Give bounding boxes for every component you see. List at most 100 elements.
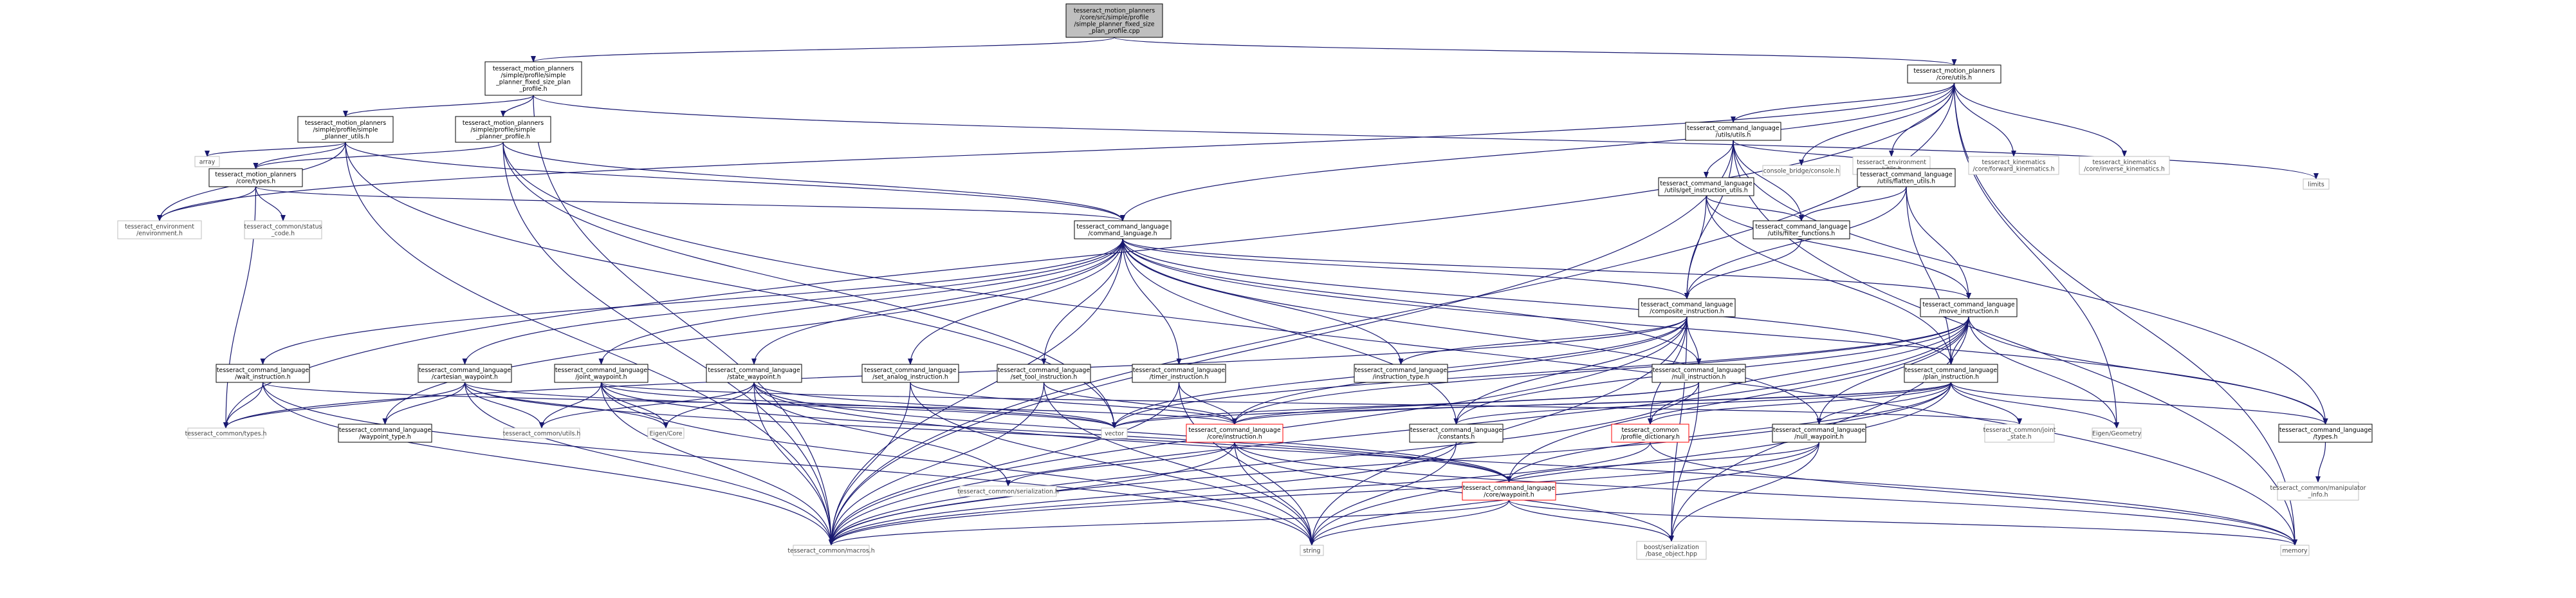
dependency-edge	[1309, 442, 1457, 546]
graph-node-flatten-utils[interactable]: tesseract_command_language/utils/flatten…	[1857, 168, 1956, 187]
dependency-edge	[829, 316, 1969, 546]
graph-node-null-waypoint[interactable]: tesseract_command_language/null_waypoint…	[1772, 424, 1866, 443]
node-label: console_bridge/console.h	[1763, 167, 1840, 174]
node-label: vector	[1105, 430, 1124, 437]
graph-node-base-object: boost/serialization/base_object.hpp	[1636, 541, 1707, 560]
graph-node-cartesian-waypoint[interactable]: tesseract_command_language/cartesian_way…	[418, 364, 512, 383]
node-label: tesseract_common/utils.h	[503, 430, 581, 437]
dependency-edge	[753, 382, 1117, 429]
dependency-edge	[262, 382, 1314, 546]
graph-node-fixed-size-plan-profile[interactable]: tesseract_motion_planners/simple/profile…	[484, 61, 582, 96]
graph-node-set-analog-instruction[interactable]: tesseract_command_language/set_analog_in…	[861, 364, 959, 383]
graph-node-core-types[interactable]: tesseract_motion_planners/core/types.h	[208, 168, 303, 187]
node-box	[1611, 424, 1689, 443]
graph-node-composite-instruction[interactable]: tesseract_command_language/composite_ins…	[1638, 298, 1736, 317]
dependency-edge	[910, 382, 1314, 546]
graph-node-waypoint-type[interactable]: tesseract_command_language/waypoint_type…	[338, 424, 432, 443]
graph-node-timer-instruction[interactable]: tesseract_command_language/timer_instruc…	[1132, 364, 1226, 383]
node-label: tesseract_command_language	[555, 367, 647, 374]
dependency-edge	[1648, 382, 1952, 425]
dependency-edge	[1122, 238, 1971, 299]
node-label: tesseract_common/joint	[1983, 427, 2056, 434]
dependency-edge	[829, 382, 911, 546]
dependency-edge	[1706, 195, 1804, 221]
dependency-edge	[1906, 186, 1971, 299]
node-label: _planner_utils.h	[321, 133, 369, 140]
graph-node-set-tool-instruction[interactable]: tesseract_command_language/set_tool_inst…	[997, 364, 1091, 383]
dependency-edge	[255, 186, 286, 221]
node-box	[208, 168, 303, 187]
dependency-edge	[751, 238, 1123, 365]
node-box	[554, 364, 649, 383]
dependency-edge	[253, 142, 504, 169]
graph-node-cmd-types[interactable]: tesseract_command_language/types.h	[2278, 424, 2373, 443]
node-label: tesseract_common/macros.h	[787, 547, 874, 554]
node-label: /plan_instruction.h	[1923, 374, 1979, 381]
node-box	[793, 545, 870, 556]
node-label: array	[199, 158, 216, 165]
node-box	[2277, 481, 2359, 501]
node-box	[861, 364, 959, 383]
node-box	[216, 364, 310, 383]
graph-node-root[interactable]: tesseract_motion_planners/core/src/simpl…	[1065, 3, 1163, 38]
dependency-edge	[382, 382, 466, 425]
graph-node-plan-instruction[interactable]: tesseract_command_language/plan_instruct…	[1904, 364, 1998, 383]
graph-node-simple-planner-utils[interactable]: tesseract_motion_planners/simple/profile…	[297, 116, 394, 143]
graph-node-state-waypoint[interactable]: tesseract_command_language/state_waypoin…	[706, 364, 802, 383]
graph-node-move-instruction[interactable]: tesseract_command_language/move_instruct…	[1920, 298, 2018, 317]
dependency-edge	[753, 382, 1011, 487]
node-label: tesseract_common	[1622, 427, 1679, 434]
node-label: _planner_profile.h	[475, 133, 530, 140]
dependency-edge	[600, 382, 834, 546]
graph-node-get-instruction-utils[interactable]: tesseract_command_language/utils/get_ins…	[1658, 177, 1754, 196]
node-label: /joint_waypoint.h	[575, 374, 627, 381]
dependency-edge	[1648, 316, 1969, 425]
dependency-edge	[1122, 238, 1822, 425]
node-label: tesseract_common/serialization.h	[957, 488, 1059, 495]
dependency-edge	[464, 382, 1512, 483]
graph-node-wait-instruction[interactable]: tesseract_command_language/wait_instruct…	[216, 364, 310, 383]
node-label: /simple/profile/simple	[471, 126, 536, 133]
graph-node-core-instruction[interactable]: tesseract_command_language/core/instruct…	[1186, 424, 1283, 443]
dependency-edge	[1508, 500, 1674, 542]
node-box	[1132, 364, 1226, 383]
dependency-edge	[1122, 238, 1404, 365]
dependency-edge	[1122, 238, 2328, 425]
graph-node-profile-dictionary[interactable]: tesseract_common/profile_dictionary.h	[1611, 424, 1689, 443]
node-box	[1651, 364, 1746, 383]
graph-node-null-instruction[interactable]: tesseract_command_language/null_instruct…	[1651, 364, 1746, 383]
node-label: Eigen/Geometry	[2092, 430, 2142, 437]
node-label: Eigen/Core	[649, 430, 682, 437]
dependency-edge	[1684, 186, 1907, 299]
dependency-edge	[1043, 382, 1314, 546]
graph-node-joint-waypoint[interactable]: tesseract_command_language/joint_waypoin…	[554, 364, 649, 383]
dependency-edge	[1733, 140, 2328, 425]
dependency-edge	[1968, 316, 2328, 425]
graph-node-constants[interactable]: tesseract_command_language/constants.h	[1409, 424, 1504, 443]
graph-node-filter-functions[interactable]: tesseract_command_language/utils/filter_…	[1753, 220, 1850, 239]
node-box	[1762, 165, 1841, 176]
dependency-edge	[1706, 195, 1971, 299]
node-label: /set_analog_instruction.h	[872, 374, 948, 381]
graph-node-env-environment: tesseract_environment/environment.h	[117, 220, 202, 239]
graph-node-simple-planner-profile[interactable]: tesseract_motion_planners/simple/profile…	[455, 116, 551, 143]
dependency-edge	[1120, 82, 1955, 221]
node-label: /utils/get_instruction_utils.h	[1664, 187, 1748, 194]
graph-node-cmd-utils[interactable]: tesseract_command_language/utils/utils.h	[1685, 122, 1781, 141]
node-label: /base_object.hpp	[1646, 551, 1697, 558]
node-label: tesseract_command_language	[1660, 180, 1752, 187]
graph-node-core-utils[interactable]: tesseract_motion_planners/core/utils.h	[1907, 64, 2001, 84]
graph-node-command-language[interactable]: tesseract_command_language/command_langu…	[1074, 220, 1172, 239]
dependency-edge	[1178, 382, 1314, 546]
node-box	[455, 116, 551, 143]
graph-node-joint-state: tesseract_common/joint_state.h	[1983, 424, 2056, 443]
node-box	[2280, 545, 2310, 556]
graph-node-instruction-type[interactable]: tesseract_command_language/instruction_t…	[1354, 364, 1448, 383]
graph-node-core-waypoint[interactable]: tesseract_command_language/core/waypoint…	[1462, 481, 1556, 501]
node-box	[1904, 364, 1998, 383]
node-label: _profile.h	[519, 86, 547, 93]
node-label: tesseract_kinematics	[1982, 159, 2045, 166]
node-label: tesseract_kinematics	[2092, 159, 2156, 166]
dependency-edge	[753, 382, 1512, 483]
node-label: tesseract_motion_planners	[463, 120, 544, 127]
